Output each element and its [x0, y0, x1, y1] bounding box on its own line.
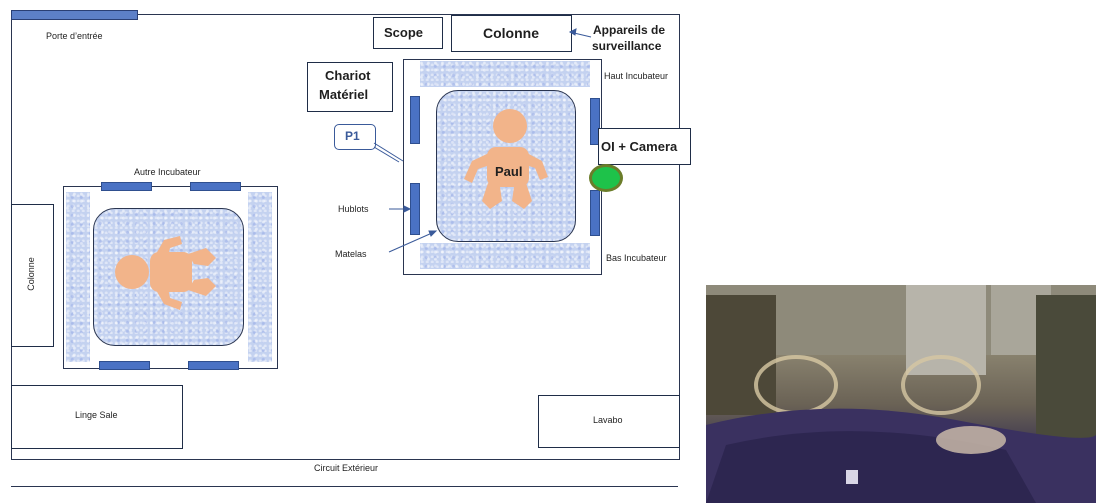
dirty-linen-label: Linge Sale: [75, 410, 118, 420]
camera-dot[interactable]: [589, 164, 623, 192]
entrance-door: [11, 10, 138, 20]
porthole-left-1[interactable]: [410, 96, 420, 144]
exterior-line: [11, 486, 678, 487]
camera-photo: [706, 285, 1096, 503]
porthole-other-bottom-1[interactable]: [99, 361, 150, 370]
mattress-label: Matelas: [335, 249, 367, 259]
p1-callout: [334, 124, 376, 150]
cart-label-2: Matériel: [319, 87, 369, 102]
p1-label: P1: [345, 129, 360, 143]
column-top-label: Colonne: [483, 25, 539, 41]
incubator-main-bottom-pad: [420, 243, 590, 269]
baby-name-label: Paul: [495, 164, 523, 179]
scope-label: Scope: [384, 25, 424, 40]
oi-camera-box: [598, 128, 691, 165]
column-top-box: [451, 15, 572, 52]
sink-label: Lavabo: [593, 415, 623, 425]
callout-arrows: [373, 28, 592, 253]
incubator-other-mattress: [93, 208, 244, 346]
oi-camera-label: OI + Camera: [601, 139, 678, 154]
incubator-bottom-label: Bas Incubateur: [606, 253, 667, 263]
porthole-other-top-2[interactable]: [190, 182, 241, 191]
cart-box: [307, 62, 393, 112]
exterior-label: Circuit Extérieur: [314, 463, 379, 473]
portholes-label: Hublots: [338, 204, 369, 214]
baby-paul-icon: [464, 109, 548, 209]
column-left-box: [11, 204, 54, 347]
monitors-label-1: Appareils de: [593, 23, 666, 37]
incubator-top-label: Haut Incubateur: [604, 71, 669, 81]
porthole-right-2[interactable]: [590, 190, 600, 236]
scope-box: [373, 17, 443, 49]
monitors-label-2: surveillance: [592, 39, 662, 53]
sink-box: [538, 395, 680, 448]
porthole-right-1[interactable]: [590, 98, 600, 145]
incubator-other-left-pad: [66, 192, 90, 362]
porthole-other-top-1[interactable]: [101, 182, 152, 191]
baby-other-icon: [115, 236, 216, 310]
incubator-main-top-pad: [420, 61, 590, 87]
cart-label-1: Chariot: [325, 68, 371, 83]
other-incubator-label: Autre Incubateur: [134, 167, 201, 177]
porthole-other-bottom-2[interactable]: [188, 361, 239, 370]
entrance-label: Porte d’entrée: [46, 31, 103, 41]
dirty-linen-box: [11, 385, 183, 449]
camera-photo-scene: [706, 285, 1096, 503]
incubator-other-right-pad: [248, 192, 272, 362]
